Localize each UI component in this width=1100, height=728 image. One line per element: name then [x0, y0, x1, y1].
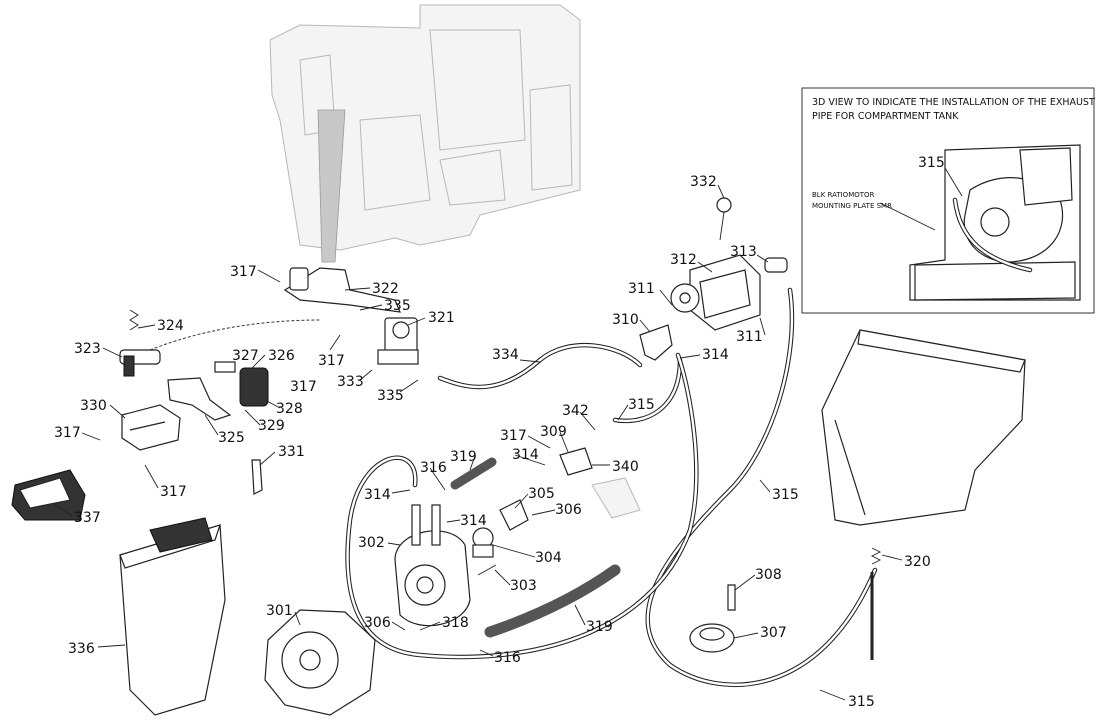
compartment-tank — [821, 329, 1026, 526]
callout-314: 314 — [364, 487, 391, 503]
spring-303 — [477, 564, 497, 576]
spring-324 — [129, 309, 139, 331]
hose-sleeve-319b — [484, 564, 621, 638]
connector-309 — [559, 447, 593, 476]
boiler-302 — [394, 504, 471, 627]
leader-lines — [54, 184, 903, 701]
callout-328: 328 — [276, 401, 303, 417]
callout-317: 317 — [290, 379, 317, 395]
inset-note-line2: MOUNTING PLATE SMR — [812, 202, 892, 210]
water-tank-336 — [119, 517, 226, 716]
callout-318: 318 — [442, 615, 469, 631]
clip-308 — [727, 584, 736, 611]
tube-315-upper — [612, 357, 683, 424]
callout-327: 327 — [232, 348, 259, 364]
tube-316 — [345, 352, 699, 660]
inset-note-line1: BLK RATIOMOTOR — [812, 191, 875, 199]
callout-314: 314 — [460, 513, 487, 529]
callout-322: 322 — [372, 281, 399, 297]
callout-313: 313 — [730, 244, 757, 260]
callout-317: 317 — [160, 484, 187, 500]
pressure-switch-307 — [689, 623, 735, 653]
callout-329: 329 — [258, 418, 285, 434]
callout-317: 317 — [54, 425, 81, 441]
callout-302: 302 — [358, 535, 385, 551]
callout-317: 317 — [230, 264, 257, 280]
inset-title-line1: 3D VIEW TO INDICATE THE INSTALLATION OF … — [812, 97, 1095, 108]
inset-illustration — [909, 144, 1081, 301]
callout-315: 315 — [628, 397, 655, 413]
valve-323 — [119, 349, 161, 377]
callout-334: 334 — [492, 347, 519, 363]
callout-303: 303 — [510, 578, 537, 594]
machine-frame-ghost — [269, 4, 581, 263]
callout-323: 323 — [74, 341, 101, 357]
callout-340: 340 — [612, 459, 639, 475]
callout-332: 332 — [690, 174, 717, 190]
callout-301: 301 — [266, 603, 293, 619]
callout-321: 321 — [428, 310, 455, 326]
callout-305: 305 — [528, 486, 555, 502]
flowmeter-310 — [639, 324, 673, 361]
clip-331 — [251, 459, 263, 495]
callout-315: 315 — [848, 694, 875, 710]
callout-312: 312 — [670, 252, 697, 268]
callout-314: 314 — [512, 447, 539, 463]
callout-316: 316 — [494, 650, 521, 666]
callout-304: 304 — [535, 550, 562, 566]
callout-336: 336 — [68, 641, 95, 657]
callout-307: 307 — [760, 625, 787, 641]
solenoid-valve-321 — [377, 317, 419, 365]
module-337 — [11, 469, 86, 521]
callout-324: 324 — [157, 318, 184, 334]
callout-308: 308 — [755, 567, 782, 583]
lever-325 — [167, 377, 232, 421]
callout-314: 314 — [702, 347, 729, 363]
block-330 — [121, 404, 181, 451]
callout-316: 316 — [420, 460, 447, 476]
callout-333: 333 — [337, 374, 364, 390]
callout-317: 317 — [318, 353, 345, 369]
callout-labels: 317 322 335 321 324 323 317 327 326 317 … — [54, 174, 931, 710]
callout-311: 311 — [736, 329, 763, 345]
callout-319: 319 — [450, 449, 477, 465]
hose-sleeve-319a — [450, 457, 497, 490]
fitting-313 — [764, 257, 788, 273]
switch-326 — [214, 361, 269, 407]
spring-320 — [870, 547, 882, 565]
pump-312 — [670, 254, 761, 331]
cover-301 — [264, 609, 376, 716]
bracket-322 — [283, 267, 401, 313]
thermostat-304 — [472, 527, 494, 558]
valve-340-ghost — [591, 477, 641, 519]
callout-342: 342 — [562, 403, 589, 419]
callout-311: 311 — [628, 281, 655, 297]
inset-title-line2: PIPE FOR COMPARTMENT TANK — [812, 111, 959, 122]
callout-326: 326 — [268, 348, 295, 364]
installation-inset: 3D VIEW TO INDICATE THE INSTALLATION OF … — [801, 87, 1095, 314]
tube-334 — [437, 343, 643, 390]
sensor-332 — [716, 197, 732, 241]
callout-335: 335 — [384, 298, 411, 314]
cable-dashed — [149, 319, 321, 351]
callout-306: 306 — [364, 615, 391, 631]
callout-330: 330 — [80, 398, 107, 414]
bracket-305 — [499, 499, 529, 531]
callout-337: 337 — [74, 510, 101, 526]
tube-315-long — [645, 287, 878, 688]
callout-317: 317 — [500, 428, 527, 444]
callout-320: 320 — [904, 554, 931, 570]
callout-315: 315 — [772, 487, 799, 503]
inset-part-label: 315 — [918, 155, 945, 171]
callout-306: 306 — [555, 502, 582, 518]
callout-325: 325 — [218, 430, 245, 446]
callout-331: 331 — [278, 444, 305, 460]
callout-335: 335 — [377, 388, 404, 404]
callout-310: 310 — [612, 312, 639, 328]
callout-319: 319 — [586, 619, 613, 635]
callout-309: 309 — [540, 424, 567, 440]
